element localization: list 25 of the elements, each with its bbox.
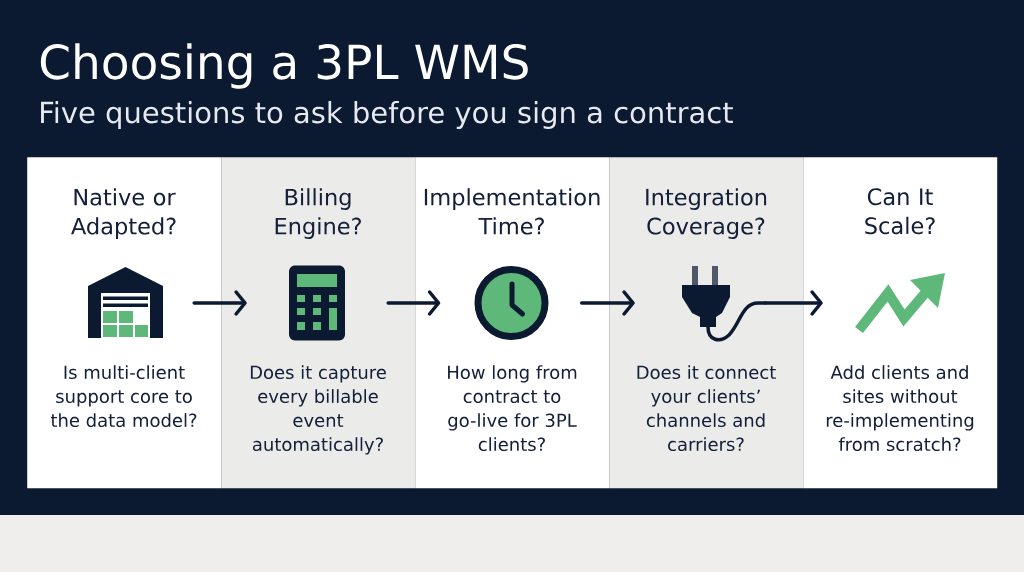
column-heading: Native or Adapted? [71, 188, 176, 239]
calculator-icon [289, 265, 345, 341]
question-text: Add clients and sites without re-implementing from scratch? [826, 365, 974, 452]
trend-arrow-icon [855, 273, 945, 334]
arrow [763, 290, 823, 316]
question-text: Does it capture every billable event automatically? [250, 365, 386, 455]
plug-icon [682, 266, 767, 342]
column-panel [609, 157, 804, 489]
question-text: How long from contract to go-live for 3PL clients? [448, 365, 577, 452]
column-heading: Can It Scale? [865, 188, 935, 235]
question-text: Is multi-client support core to the data model? [50, 365, 197, 428]
subtitle: Five questions to ask before you sign a contract [41, 100, 733, 130]
column-heading: Implementation Time? [424, 188, 600, 235]
column-panel [415, 157, 610, 489]
question-text: Does it connect your clients’ channels and carriers? [637, 365, 776, 452]
warehouse-icon [88, 267, 163, 338]
column-panel [221, 157, 416, 489]
column-heading: Billing Engine? [275, 188, 361, 239]
arrow [192, 290, 247, 316]
arrow [386, 290, 441, 316]
column-heading: Integration Coverage? [646, 188, 767, 239]
title: Choosing a 3PL WMS [40, 43, 528, 89]
column-panel [27, 157, 222, 489]
arrow [579, 290, 635, 316]
column-panel [803, 157, 998, 489]
